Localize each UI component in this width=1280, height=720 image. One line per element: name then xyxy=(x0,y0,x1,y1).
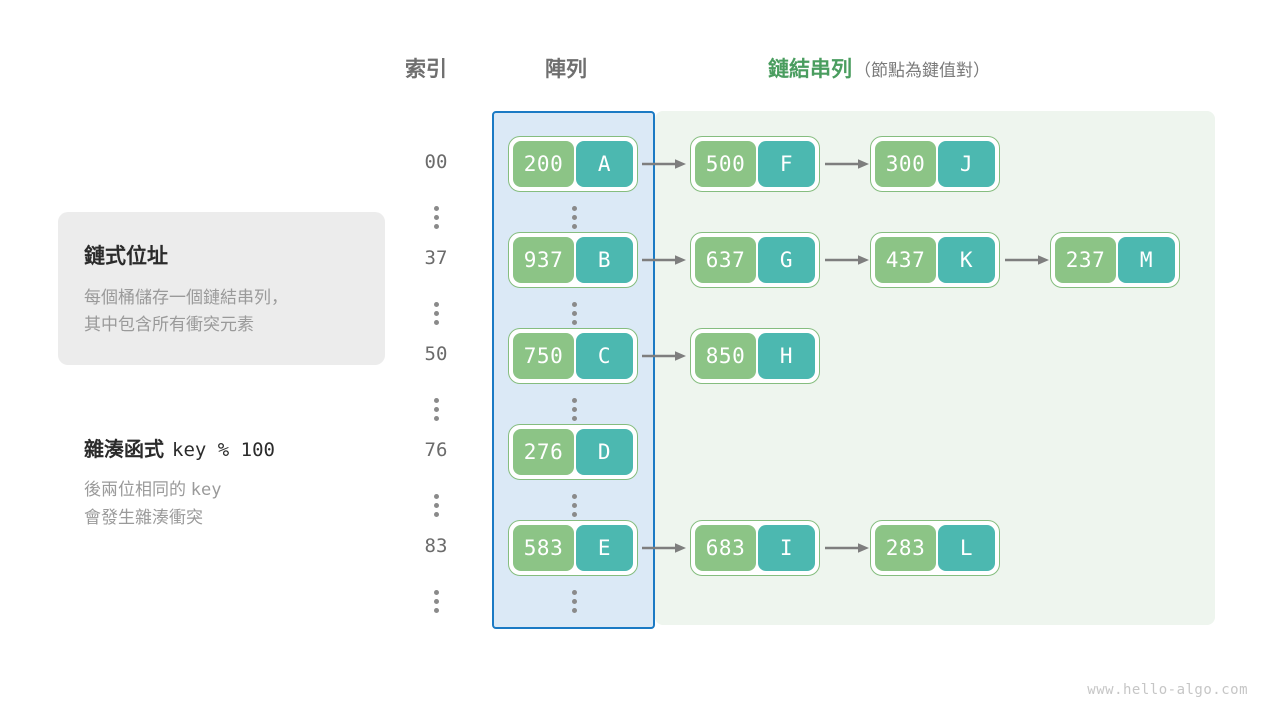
node-key: 437 xyxy=(875,237,936,283)
index-label-37: 37 xyxy=(424,247,448,269)
hash-note-line-1: 後兩位相同的 key xyxy=(84,476,404,504)
chain-arrow-83-0 xyxy=(642,542,686,554)
node-key: 237 xyxy=(1055,237,1116,283)
node-key: 637 xyxy=(695,237,756,283)
chain-arrow-37-1 xyxy=(825,254,869,266)
chain-arrow-37-0 xyxy=(642,254,686,266)
node-key: 276 xyxy=(513,429,574,475)
chain-arrow-83-1 xyxy=(825,542,869,554)
node-value: E xyxy=(576,525,633,571)
header-linked-list-main: 鏈結串列 xyxy=(768,58,852,81)
node-value: F xyxy=(758,141,815,187)
index-label-76: 76 xyxy=(424,439,448,461)
node-key: 850 xyxy=(695,333,756,379)
array-ellipsis-4 xyxy=(569,590,579,613)
node-value: H xyxy=(758,333,815,379)
node-value: C xyxy=(576,333,633,379)
node-key: 583 xyxy=(513,525,574,571)
hash-function-title: 雜湊函式 key % 100 xyxy=(84,433,404,462)
node-value: A xyxy=(576,141,633,187)
chain-arrow-00-0 xyxy=(642,158,686,170)
array-ellipsis-2 xyxy=(569,398,579,421)
chain-arrow-37-2 xyxy=(1005,254,1049,266)
index-label-50: 50 xyxy=(424,343,448,365)
node-key: 283 xyxy=(875,525,936,571)
hash-function-body: 後兩位相同的 key 會發生雜湊衝突 xyxy=(84,476,404,532)
chain-arrow-00-1 xyxy=(825,158,869,170)
array-ellipsis-3 xyxy=(569,494,579,517)
hash-function-formula: key % 100 xyxy=(172,439,275,461)
node-key: 200 xyxy=(513,141,574,187)
node-value: D xyxy=(576,429,633,475)
index-label-00: 00 xyxy=(424,151,448,173)
node-key: 500 xyxy=(695,141,756,187)
header-index: 索引 xyxy=(405,58,447,81)
header-linked-list: 鏈結串列（節點為鍵值對） xyxy=(768,53,990,83)
info-card-line-2: 其中包含所有衝突元素 xyxy=(84,315,254,335)
index-ellipsis-0 xyxy=(431,206,441,229)
node-value: K xyxy=(938,237,995,283)
hash-note-line-1-text: 後兩位相同的 xyxy=(84,480,186,499)
chain-arrow-50-0 xyxy=(642,350,686,362)
index-label-83: 83 xyxy=(424,535,448,557)
node-value: L xyxy=(938,525,995,571)
node-value: J xyxy=(938,141,995,187)
node-key: 683 xyxy=(695,525,756,571)
header-linked-list-sub: （節點為鍵值對） xyxy=(854,61,990,80)
node-value: G xyxy=(758,237,815,283)
array-ellipsis-1 xyxy=(569,302,579,325)
node-key: 300 xyxy=(875,141,936,187)
header-array: 陣列 xyxy=(545,58,587,81)
info-card-title: 鏈式位址 xyxy=(84,245,168,268)
site-watermark: www.hello-algo.com xyxy=(1087,682,1248,698)
index-ellipsis-1 xyxy=(431,302,441,325)
node-value: B xyxy=(576,237,633,283)
hash-function-label: 雜湊函式 xyxy=(84,439,164,461)
info-card-body: 每個桶儲存一個鏈結串列， 其中包含所有衝突元素 xyxy=(84,284,385,338)
hash-note-line-2: 會發生雜湊衝突 xyxy=(84,508,203,528)
node-key: 937 xyxy=(513,237,574,283)
node-value: I xyxy=(758,525,815,571)
hash-note-line-1-mono: key xyxy=(190,480,222,500)
node-value: M xyxy=(1118,237,1175,283)
chaining-info-card: 鏈式位址 每個桶儲存一個鏈結串列， 其中包含所有衝突元素 xyxy=(58,212,385,365)
array-ellipsis-0 xyxy=(569,206,579,229)
index-ellipsis-3 xyxy=(431,494,441,517)
hash-function-note: 雜湊函式 key % 100 後兩位相同的 key 會發生雜湊衝突 xyxy=(84,433,404,532)
index-ellipsis-2 xyxy=(431,398,441,421)
info-card-line-1: 每個桶儲存一個鏈結串列， xyxy=(84,288,288,307)
node-key: 750 xyxy=(513,333,574,379)
index-ellipsis-4 xyxy=(431,590,441,613)
